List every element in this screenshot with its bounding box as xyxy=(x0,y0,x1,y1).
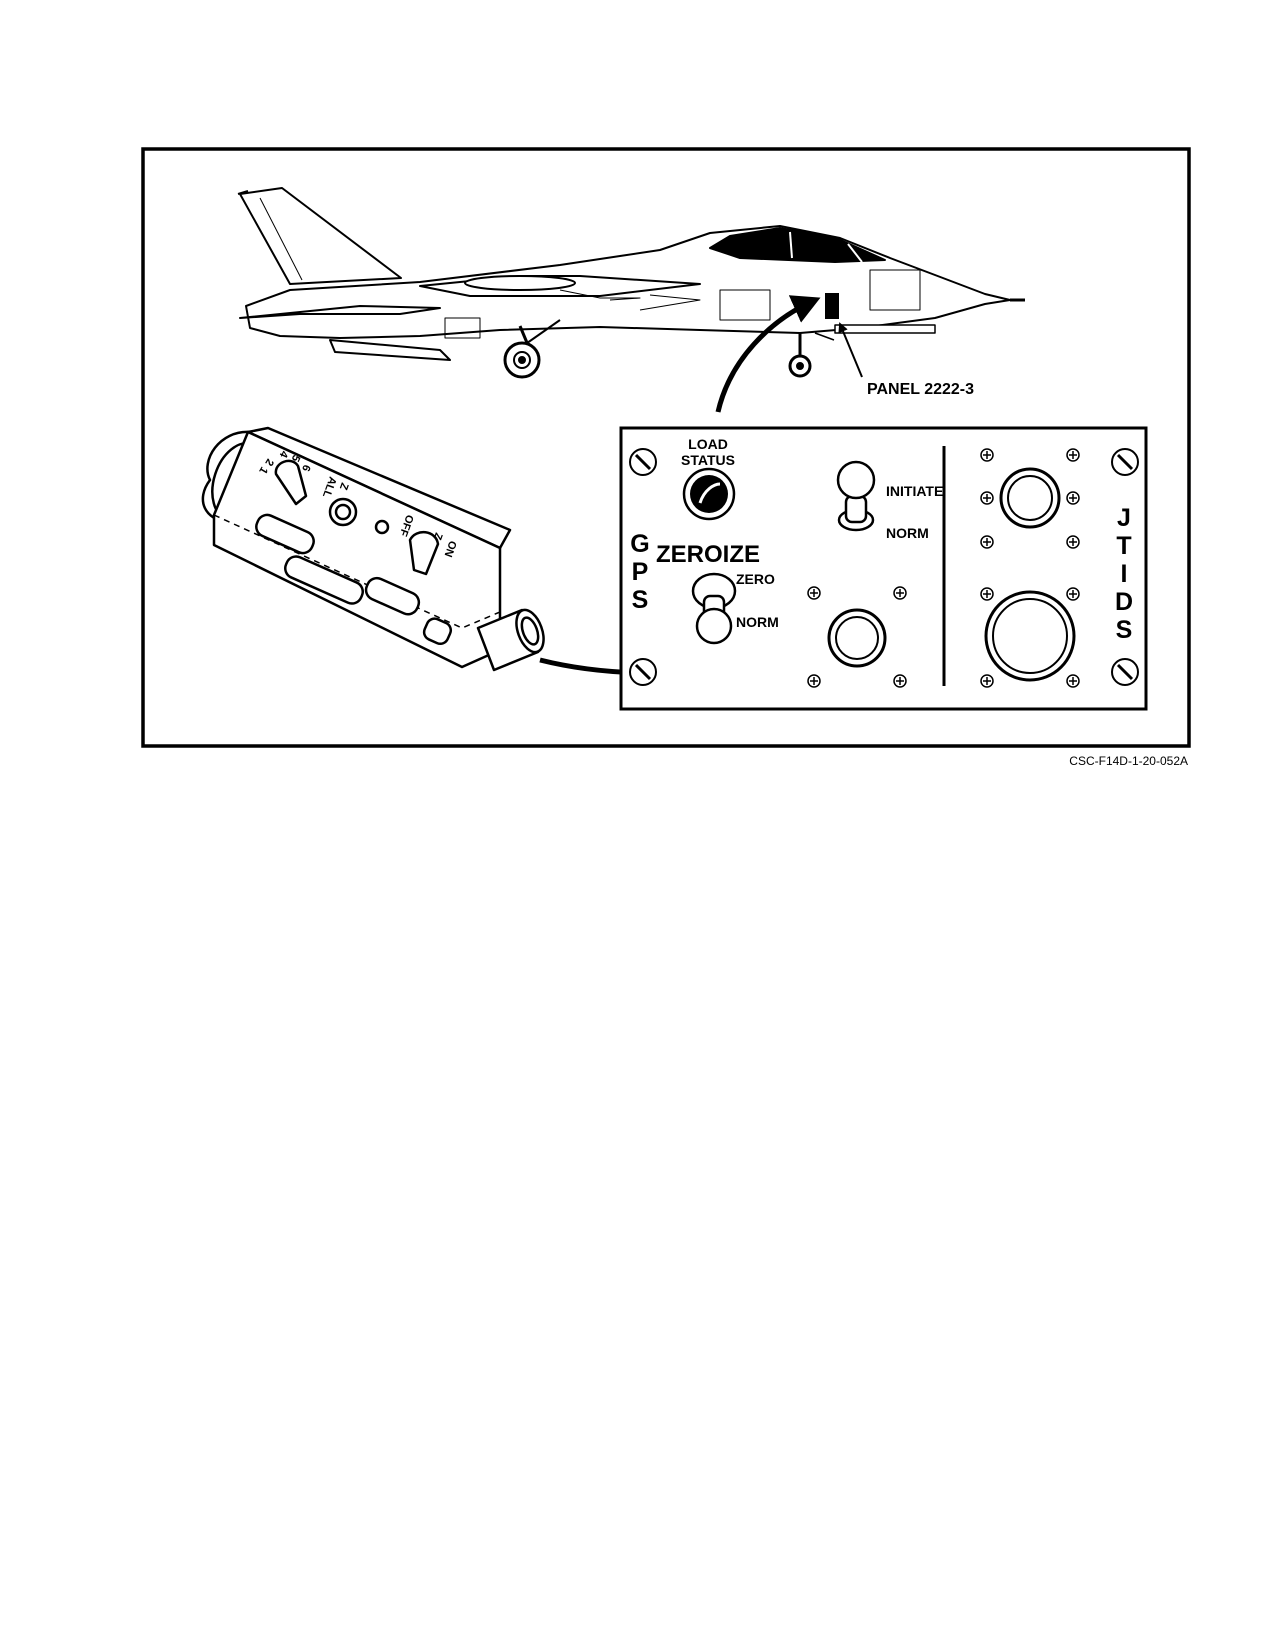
dtd-position-2: 2 xyxy=(262,457,275,468)
aircraft-to-panel-arrow xyxy=(715,295,821,413)
jtids-receptacle-small[interactable] xyxy=(999,467,1061,529)
dtd-position-6: 6 xyxy=(299,463,312,473)
zeroize-label: ZEROIZE xyxy=(656,541,760,568)
gps-dtd-receptacle[interactable] xyxy=(827,608,887,668)
gps-letter-g: G xyxy=(630,530,649,558)
initiate-norm-label: NORM xyxy=(886,525,929,541)
panel-name-label: PANEL 2222-3 xyxy=(867,381,974,398)
panel-screws xyxy=(807,448,1080,688)
data-transfer-device xyxy=(201,426,545,672)
jtids-letter-t: T xyxy=(1116,532,1131,560)
dtd-z2-label: Z xyxy=(431,531,445,542)
dtd-on-label: ON xyxy=(442,539,459,559)
aircraft-illustration xyxy=(237,187,1025,379)
jtids-letter-j: J xyxy=(1117,504,1131,532)
initiate-toggle-switch[interactable] xyxy=(836,460,876,532)
zero-norm-label: NORM xyxy=(736,614,779,630)
dtd-position-1: 1 xyxy=(256,465,269,476)
dtd-position-4: 4 xyxy=(276,449,290,460)
zero-label: ZERO xyxy=(736,571,775,587)
jtids-letter-s: S xyxy=(1116,616,1133,644)
panel-location-marker xyxy=(825,293,839,319)
panel-fasteners xyxy=(629,448,1139,686)
gps-letter-s: S xyxy=(632,586,649,614)
gps-letter-p: P xyxy=(632,558,649,586)
figure-frame xyxy=(141,147,1191,748)
panel-2222-3: LOAD STATUS INITIATE NORM ZEROIZE ZERO N… xyxy=(619,426,1148,711)
zeroize-toggle-switch[interactable] xyxy=(691,572,737,645)
figure-id-caption: CSC-F14D-1-20-052A xyxy=(1069,754,1188,768)
initiate-label: INITIATE xyxy=(886,483,943,499)
dtd-position-5: 5 xyxy=(289,453,302,464)
jtids-letter-i: I xyxy=(1121,560,1128,588)
status-label: STATUS xyxy=(681,452,735,468)
dtd-z-label: Z xyxy=(337,481,351,492)
jtids-letter-d: D xyxy=(1115,588,1133,616)
jtids-receptacle-large[interactable] xyxy=(984,590,1076,682)
load-status-indicator xyxy=(682,467,736,521)
load-label: LOAD xyxy=(688,436,728,452)
panel-leader-line xyxy=(838,322,863,378)
